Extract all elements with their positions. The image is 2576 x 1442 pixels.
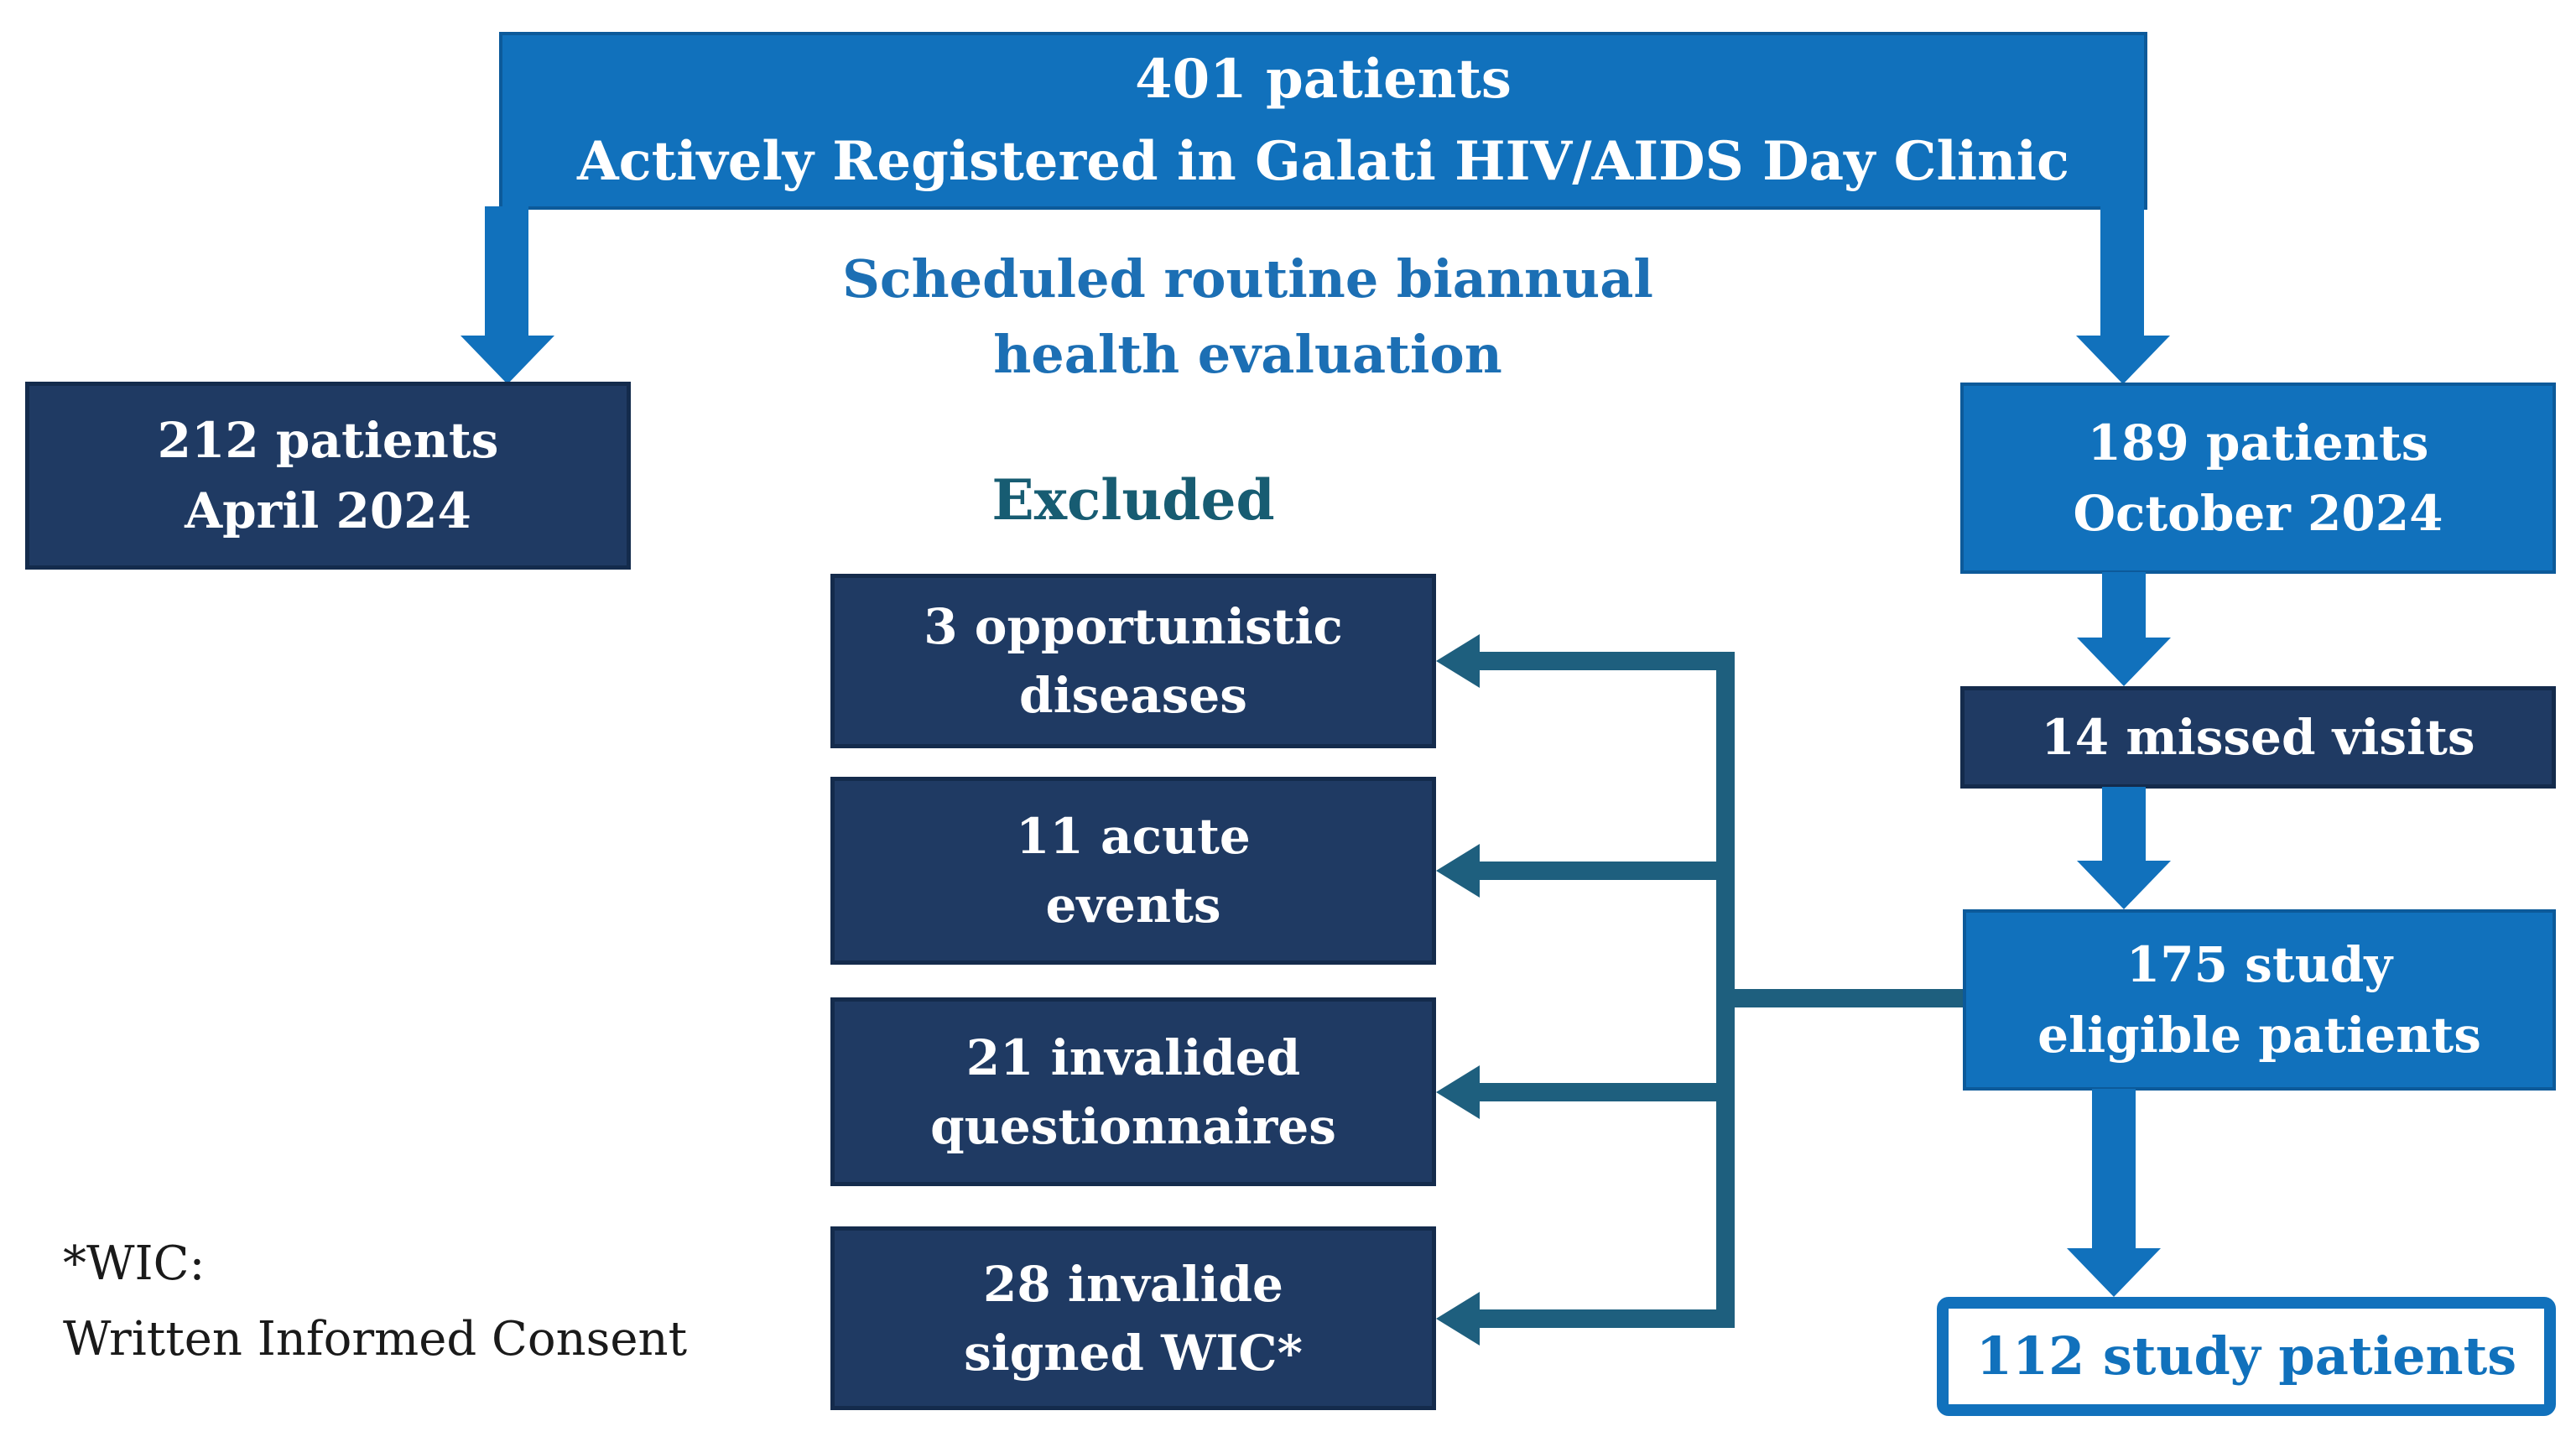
connector-branch-line bbox=[1716, 989, 1963, 1007]
excluded-item-line: signed WIC* bbox=[964, 1324, 1303, 1382]
left-arrow-icon bbox=[1436, 1065, 1480, 1119]
footnote-line2: Written Informed Consent bbox=[63, 1312, 688, 1367]
october-count: 189 patients bbox=[2087, 414, 2429, 471]
october-date: October 2024 bbox=[2073, 485, 2443, 542]
excluded-item-line: 28 invalide bbox=[983, 1255, 1283, 1313]
flow-box-october-2024: 189 patients October 2024 bbox=[1960, 383, 2556, 574]
april-date: April 2024 bbox=[185, 482, 471, 539]
excluded-item-line: 11 acute bbox=[1016, 808, 1251, 865]
study-label: 112 study patients bbox=[1975, 1325, 2517, 1387]
excluded-item-line: 21 invalided bbox=[965, 1028, 1301, 1086]
missed-label: 14 missed visits bbox=[2041, 709, 2475, 766]
left-arrow-icon bbox=[1436, 634, 1480, 688]
excluded-box-opportunistic-diseases: 3 opportunistic diseases bbox=[830, 574, 1436, 748]
exclusion-arrow-stem bbox=[1475, 652, 1735, 670]
excluded-box-acute-events: 11 acute events bbox=[830, 777, 1436, 965]
left-arrow-icon bbox=[1436, 1292, 1480, 1346]
flow-box-eligible-patients: 175 study eligible patients bbox=[1963, 909, 2556, 1091]
left-arrow-icon bbox=[1436, 844, 1480, 898]
scheduled-line2: health evaluation bbox=[993, 324, 1502, 385]
flow-box-study-patients: 112 study patients bbox=[1937, 1297, 2556, 1416]
excluded-heading: Excluded bbox=[991, 467, 1275, 533]
right-branch-arrow-stem bbox=[2100, 206, 2144, 337]
registered-label: Actively Registered in Galati HIV/AIDS D… bbox=[577, 130, 2069, 193]
excluded-item-line: diseases bbox=[1019, 667, 1247, 724]
footnote-line1: *WIC: bbox=[63, 1236, 206, 1291]
excluded-box-invalid-wic: 28 invalide signed WIC* bbox=[830, 1226, 1436, 1410]
excluded-item-line: questionnaires bbox=[930, 1097, 1336, 1155]
exclusion-arrow-stem bbox=[1475, 1083, 1735, 1101]
scheduled-line1: Scheduled routine biannual bbox=[842, 248, 1653, 310]
arrow-missed-eligible-stem bbox=[2102, 787, 2146, 862]
exclusion-arrow-stem bbox=[1475, 862, 1735, 880]
eligible-count: 175 study bbox=[2126, 936, 2393, 993]
exclusion-arrow-stem bbox=[1475, 1309, 1735, 1328]
arrow-eligible-study-stem bbox=[2092, 1089, 2136, 1250]
down-arrow-icon bbox=[2077, 861, 2171, 909]
flow-box-registered: 401 patients Actively Registered in Gala… bbox=[499, 32, 2147, 210]
note-scheduled-evaluation: Scheduled routine biannual health evalua… bbox=[671, 242, 1824, 393]
excluded-item-line: 3 opportunistic bbox=[924, 598, 1343, 655]
april-count: 212 patients bbox=[157, 412, 499, 469]
down-arrow-icon bbox=[2077, 638, 2171, 686]
left-branch-arrow-stem bbox=[485, 206, 528, 337]
flow-box-missed-visits: 14 missed visits bbox=[1960, 686, 2556, 789]
excluded-box-invalid-questionnaires: 21 invalided questionnaires bbox=[830, 997, 1436, 1186]
arrow-october-missed-stem bbox=[2102, 572, 2146, 644]
eligible-label: eligible patients bbox=[2037, 1007, 2481, 1064]
registered-count: 401 patients bbox=[1135, 48, 1512, 111]
right-down-arrow-icon bbox=[2076, 336, 2170, 384]
down-arrow-icon bbox=[2067, 1248, 2161, 1297]
excluded-item-line: events bbox=[1045, 877, 1221, 934]
footnote-wic: *WIC: Written Informed Consent bbox=[63, 1226, 687, 1377]
flow-box-april-2024: 212 patients April 2024 bbox=[25, 382, 631, 570]
left-down-arrow-icon bbox=[461, 336, 554, 384]
